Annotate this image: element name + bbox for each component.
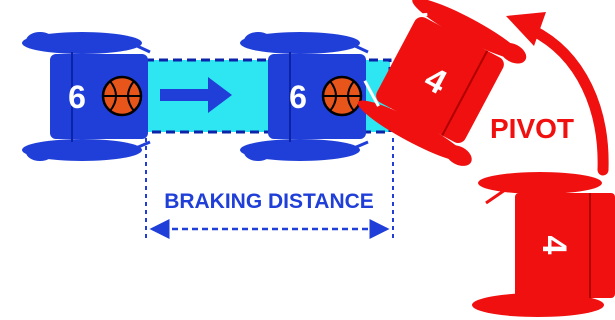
player-number-red-bottom: 4 <box>535 236 573 255</box>
basketball-icon <box>323 77 361 115</box>
player-number-blue-start: 6 <box>68 79 86 115</box>
braking-distance-label: BRAKING DISTANCE <box>164 190 374 213</box>
pivot-arrow-icon <box>506 12 603 170</box>
player-number-blue-stop: 6 <box>289 79 307 115</box>
basketball-icon <box>103 77 141 115</box>
pivot-label: PIVOT <box>490 113 574 144</box>
